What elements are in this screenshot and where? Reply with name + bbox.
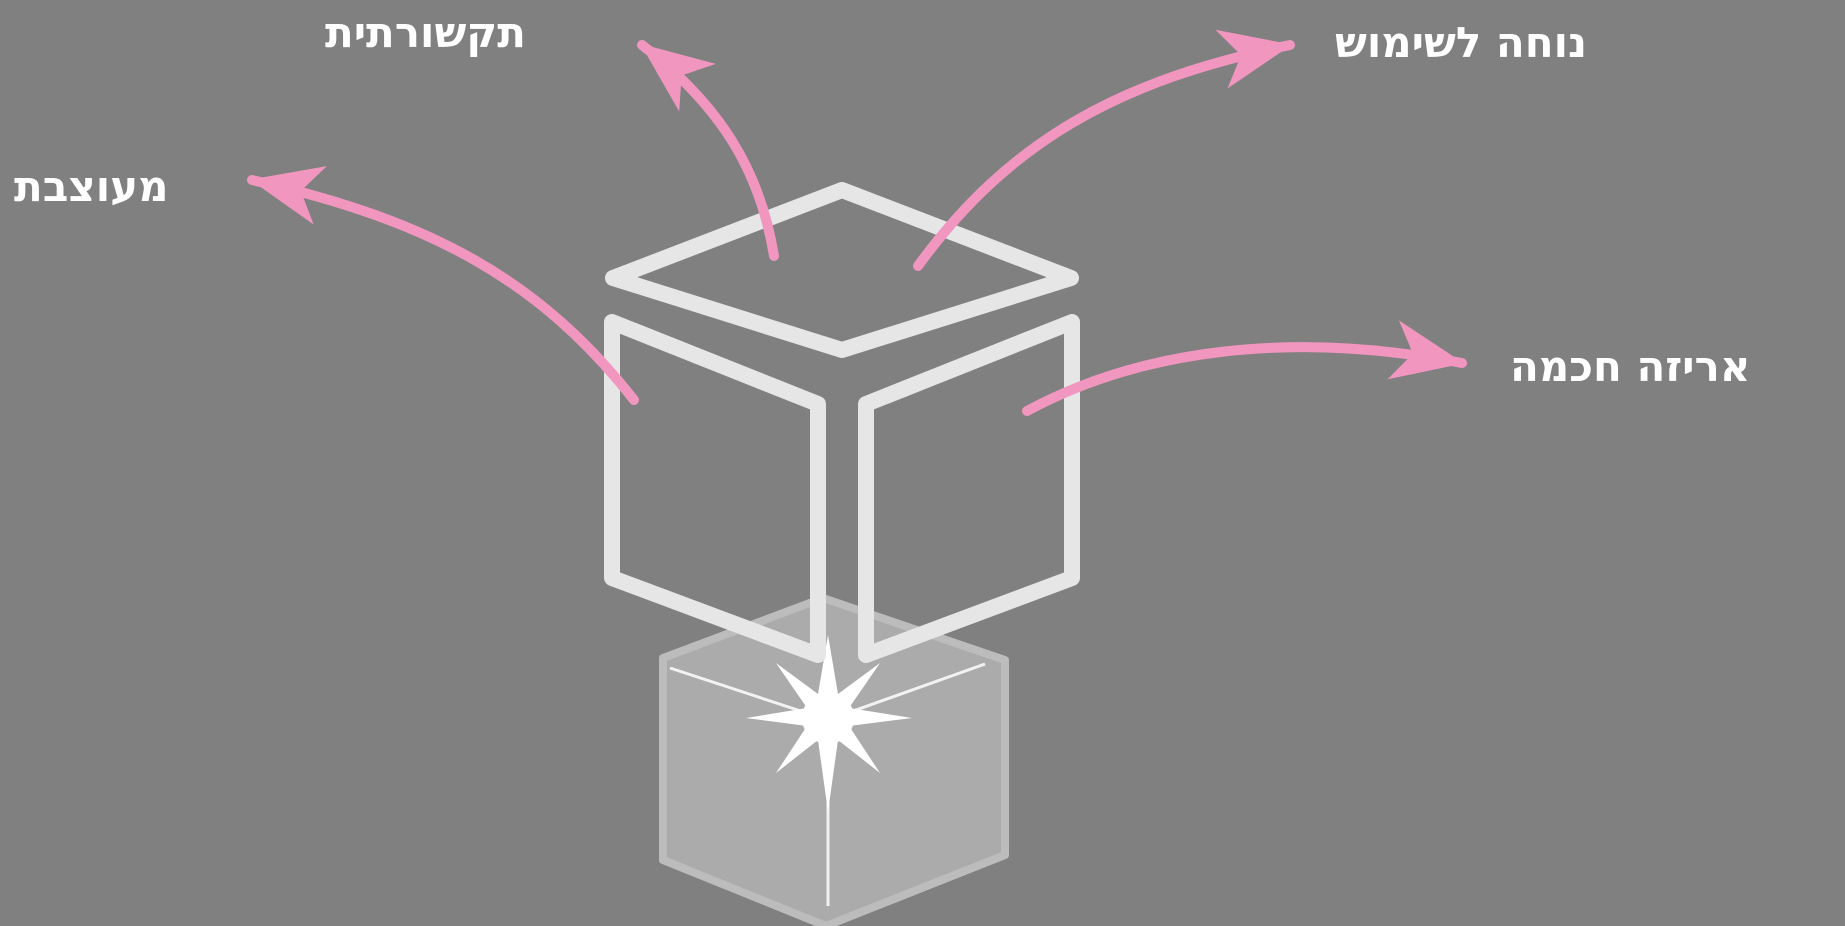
label-smart-packaging: אריזה חכמה — [1510, 346, 1750, 388]
arrow-icon — [1027, 347, 1462, 411]
cube-left-face — [612, 322, 818, 655]
cube-right-face — [866, 322, 1072, 655]
cube-top-face — [613, 190, 1071, 350]
arrow-icon — [252, 180, 634, 400]
label-easy-to-use: נוחה לשימוש — [1335, 22, 1587, 64]
opening-cube-icon — [612, 190, 1072, 655]
label-communicative: תקשורתית — [325, 12, 526, 54]
label-designed: מעוצבת — [14, 166, 169, 208]
